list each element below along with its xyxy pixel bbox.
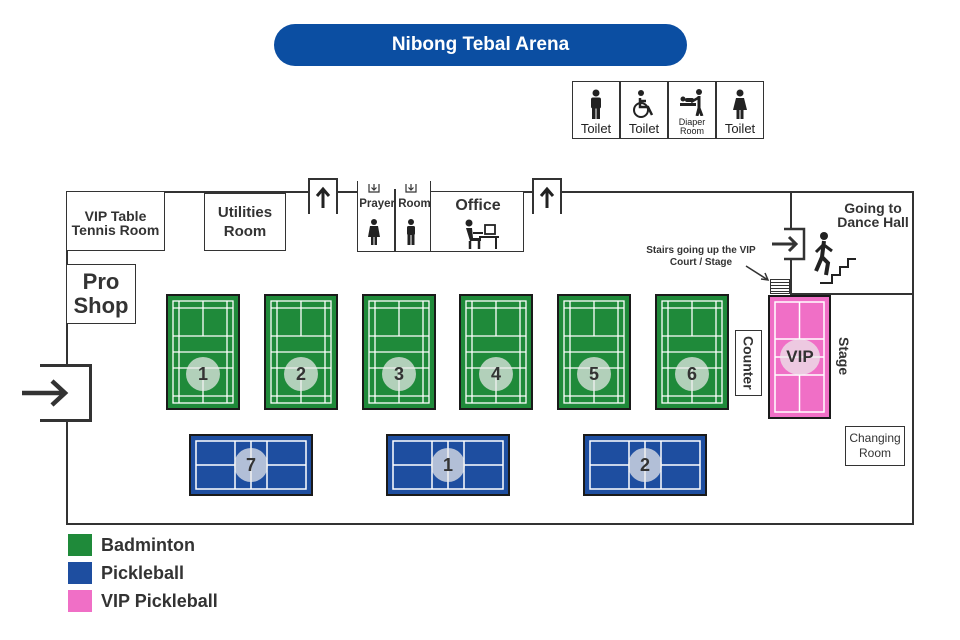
top-entrance-1	[308, 178, 338, 214]
dance-hall-corridor: Going to Dance Hall	[772, 191, 914, 295]
court-lines	[661, 300, 723, 404]
pro-shop: Pro Shop	[66, 264, 136, 324]
legend: Badminton Pickleball VIP Pickleball	[68, 534, 218, 612]
man-icon	[591, 89, 601, 119]
court-number: 6	[675, 357, 709, 391]
legend-label: Badminton	[101, 534, 195, 555]
dance-hall-label: Going to Dance Hall	[837, 200, 909, 230]
legend-swatch-badminton	[68, 534, 92, 556]
floor-wall-bottom	[66, 523, 914, 525]
court-number: VIP	[780, 339, 820, 375]
stage-label: Stage	[836, 336, 852, 376]
court-lines	[368, 300, 430, 404]
prayer-room-label: Prayer Room	[359, 198, 431, 210]
toilet-label: Toilet	[580, 121, 612, 136]
badminton-court-2[interactable]: 2	[264, 294, 338, 410]
person-climbing-stairs-icon	[814, 232, 856, 284]
pickleball-court-1[interactable]: 7	[189, 434, 313, 496]
arrow-up-icon	[315, 186, 331, 208]
pickleball-court-2[interactable]: 1	[386, 434, 510, 496]
utilities-room: Utilities Room	[204, 193, 286, 251]
court-lines	[563, 300, 625, 404]
pickleball-court-3[interactable]: 2	[583, 434, 707, 496]
court-number: 1	[431, 448, 465, 482]
legend-item: Pickleball	[68, 562, 218, 584]
court-number: 5	[577, 357, 611, 391]
office-worker-icon	[465, 219, 499, 249]
arena-title: Nibong Tebal Arena	[274, 24, 687, 66]
floor-wall-right	[912, 191, 914, 525]
counter-label: Counter	[740, 336, 757, 390]
badminton-court-5[interactable]: 5	[557, 294, 631, 410]
toilet-women: Toilet	[716, 81, 764, 139]
toilet-men: Toilet	[572, 81, 620, 139]
court-lines	[270, 300, 332, 404]
room-label: Pro Shop	[73, 269, 129, 318]
entry-arrow-icon	[405, 184, 417, 193]
court-number: 1	[186, 357, 220, 391]
legend-label: Pickleball	[101, 562, 185, 583]
wheelchair-icon	[633, 90, 654, 118]
badminton-court-1[interactable]: 1	[166, 294, 240, 410]
arrow-up-icon	[539, 186, 555, 208]
baby-changing-icon	[680, 89, 704, 116]
vip-court[interactable]: VIP	[768, 295, 831, 419]
court-number: 4	[479, 357, 513, 391]
toilet-label: Toilet	[724, 121, 756, 136]
legend-swatch-vip-pickleball	[68, 590, 92, 612]
legend-item: Badminton	[68, 534, 218, 556]
badminton-court-6[interactable]: 6	[655, 294, 729, 410]
room-label: Changing Room	[849, 431, 901, 460]
room-label: Utilities Room	[217, 204, 273, 240]
stairs-icon	[770, 279, 790, 294]
office-label: Office	[455, 197, 501, 214]
court-number: 7	[234, 448, 268, 482]
court-number: 2	[284, 357, 318, 391]
legend-item: VIP Pickleball	[68, 590, 218, 612]
court-lines	[465, 300, 527, 404]
top-entrance-2	[532, 178, 562, 214]
court-number: 3	[382, 357, 416, 391]
court-lines	[172, 300, 234, 404]
pointer-arrow-icon	[745, 265, 770, 281]
woman-icon	[733, 89, 747, 119]
room-label: VIP Table Tennis Room	[71, 208, 160, 238]
counter: Counter	[735, 330, 762, 396]
stage-label-wrap: Stage	[834, 330, 854, 382]
entrance-arrow-icon	[22, 379, 69, 407]
changing-room: Changing Room	[845, 426, 905, 466]
prayer-room: Prayer Room	[357, 181, 431, 252]
diaper-room-label: Diaper Room	[678, 117, 706, 136]
woman-icon	[368, 219, 380, 245]
court-number: 2	[628, 448, 662, 482]
toilet-label: Toilet	[628, 121, 660, 136]
badminton-court-3[interactable]: 3	[362, 294, 436, 410]
diaper-room: Diaper Room	[668, 81, 716, 139]
vip-table-tennis-room: VIP Table Tennis Room	[66, 191, 165, 251]
badminton-court-4[interactable]: 4	[459, 294, 533, 410]
toilet-accessible: Toilet	[620, 81, 668, 139]
office-room: Office	[430, 191, 524, 252]
floor-wall-left	[66, 191, 68, 525]
man-icon	[407, 219, 415, 245]
stairs-note: Stairs going up the VIP Court / Stage	[646, 245, 756, 268]
door-entry-icon	[772, 227, 806, 261]
entry-arrow-icon	[368, 184, 380, 193]
legend-label: VIP Pickleball	[101, 590, 218, 611]
legend-swatch-pickleball	[68, 562, 92, 584]
